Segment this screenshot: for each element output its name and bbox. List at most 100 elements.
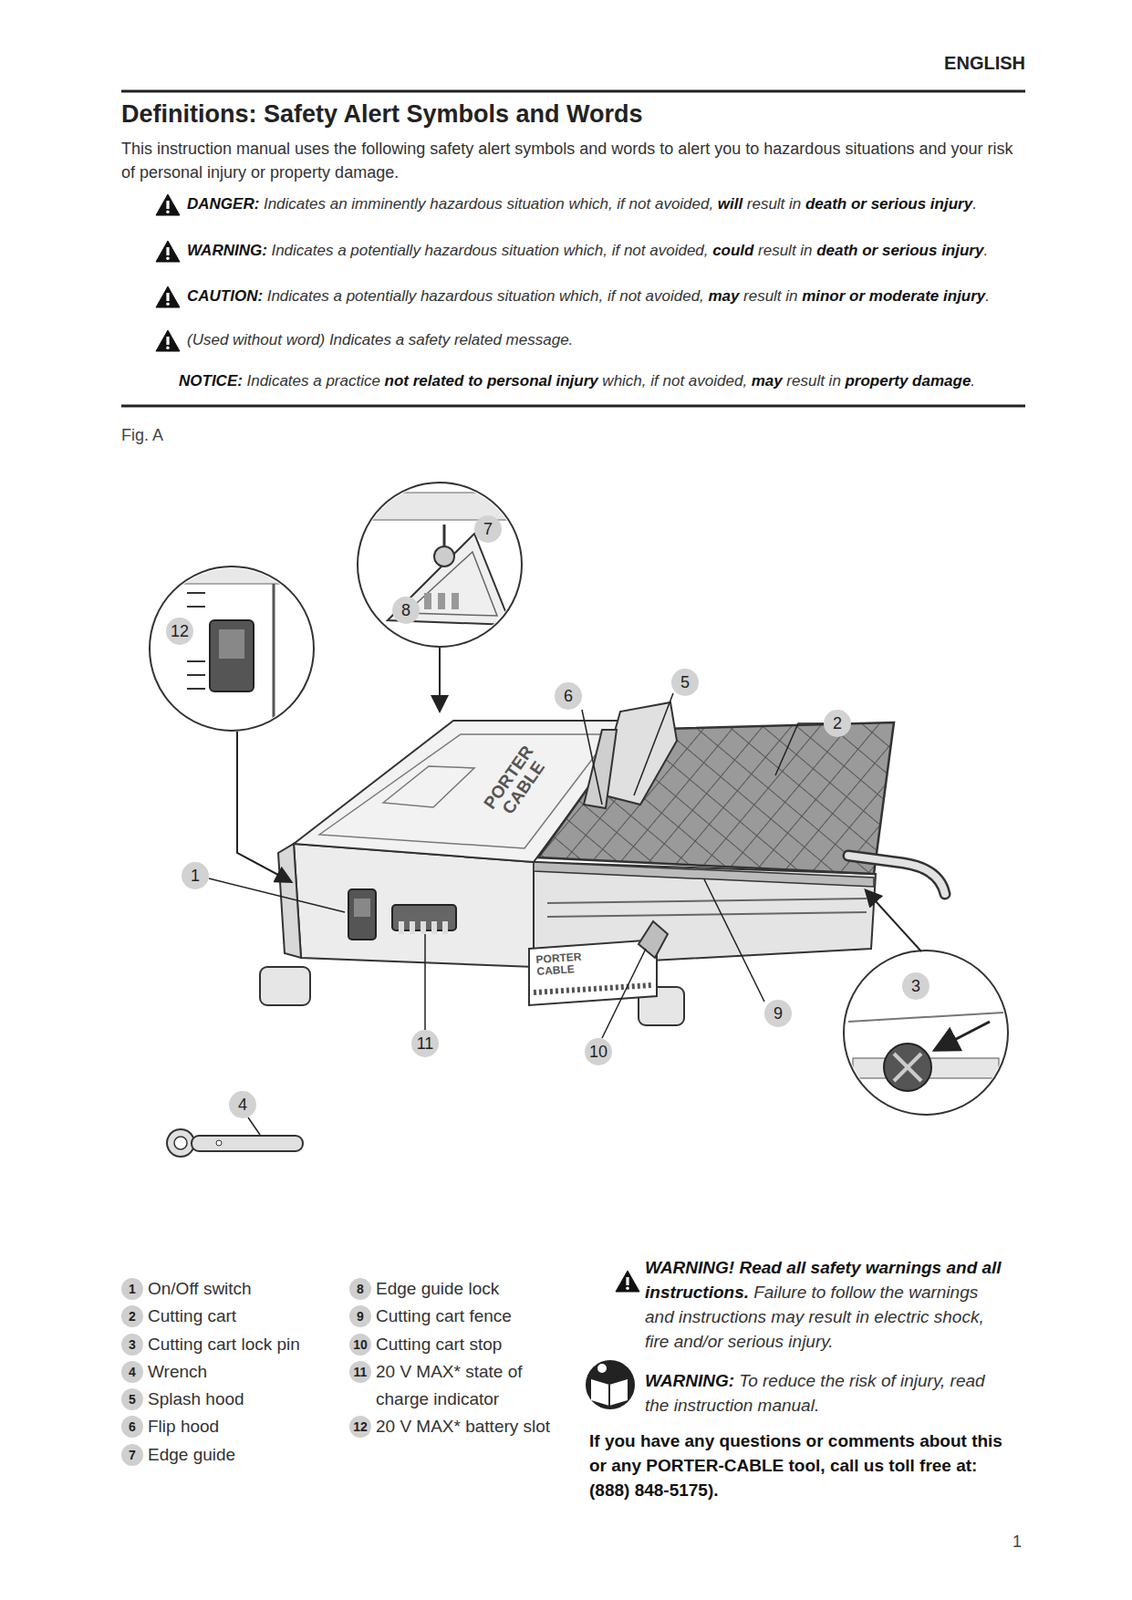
callout-number: 12 <box>170 622 189 642</box>
part-name: Cutting cart <box>147 1306 237 1326</box>
callout-number: 3 <box>911 976 921 997</box>
definition-text: CAUTION: <box>186 284 263 309</box>
callout-number: 7 <box>483 519 493 540</box>
alert-triangle <box>155 239 181 263</box>
part-name: On/Off switch <box>147 1275 252 1303</box>
part-name: Cutting cart stop <box>375 1334 502 1354</box>
contact-text: If you have any questions or comments ab… <box>589 1428 1018 1503</box>
legend-number: 4 <box>128 1364 136 1380</box>
legend-badge: 11 <box>349 1360 372 1383</box>
definition-line: WARNING:Indicates a potentially hazardou… <box>155 238 988 263</box>
part-name: 20 V MAX* state of charge indicator <box>375 1361 523 1409</box>
legend-badge: 7 <box>121 1443 144 1466</box>
page-number: 1 <box>1012 1532 1022 1551</box>
definition-text: could <box>712 238 754 263</box>
contact-text: If you have any questions or comments ab… <box>589 1431 1003 1500</box>
legend-number: 8 <box>356 1281 364 1297</box>
part-name: 20 V MAX* battery slot <box>375 1412 551 1441</box>
legend-number: 1 <box>128 1281 136 1297</box>
definition-text: result in <box>758 238 813 263</box>
part-name: Wrench <box>147 1358 208 1386</box>
legend-badge: 1 <box>121 1277 144 1300</box>
callout-number: 6 <box>563 686 573 707</box>
part-name: Cutting cart <box>147 1302 237 1330</box>
callout-badge: 12 <box>166 617 194 645</box>
definition-text: Indicates an imminently hazardous situat… <box>263 192 714 217</box>
legend-badge: 4 <box>121 1360 144 1383</box>
legend-badge: 10 <box>349 1333 372 1356</box>
definition-text: death or serious injury <box>805 192 973 217</box>
part-name: Cutting cart fence <box>375 1306 512 1326</box>
callout-badge: 2 <box>823 709 852 738</box>
page-title: Definitions: Safety Alert Symbols and Wo… <box>121 100 644 129</box>
definition-text: Indicates a potentially hazardous situat… <box>270 238 708 263</box>
part-name: Cutting cart stop <box>375 1330 502 1359</box>
legend-number: 7 <box>128 1447 136 1463</box>
definition-text: (Used without word) Indicates a safety r… <box>186 328 573 353</box>
part-name: Edge guide lock <box>375 1275 499 1303</box>
warning-text: WARNING:To reduce the risk of injury, re… <box>644 1368 1010 1418</box>
definition-text: . <box>970 369 976 394</box>
definition-text: . <box>983 238 988 263</box>
part-name: Cutting cart lock pin <box>147 1334 301 1354</box>
definition-line: (Used without word) Indicates a safety r… <box>155 328 573 353</box>
callout-badge: 10 <box>584 1038 613 1066</box>
callout-number: 11 <box>416 1034 435 1054</box>
legend-number: 2 <box>128 1308 136 1324</box>
definition-text: DANGER: <box>186 192 260 217</box>
part-name: On/Off switch <box>147 1278 252 1299</box>
legend-badge: 3 <box>121 1333 144 1356</box>
callout-badge: 8 <box>392 596 420 624</box>
callout-badge: 6 <box>554 682 582 710</box>
part-name: Splash hood <box>147 1385 245 1413</box>
callout-number: 9 <box>773 1004 783 1024</box>
part-name: Edge guide <box>147 1441 236 1469</box>
definition-text: Indicates a potentially hazardous situat… <box>267 284 705 309</box>
definition-text: death or serious injury <box>816 238 984 263</box>
definition-text: Indicates a practice <box>246 369 380 394</box>
part-name: Edge guide lock <box>375 1278 499 1299</box>
definition-line: DANGER:Indicates an imminently hazardous… <box>155 192 977 217</box>
part-name: 20 V MAX* state of charge indicator <box>375 1358 536 1413</box>
definition-text: . <box>985 284 990 309</box>
callout-badge: 3 <box>902 972 930 1000</box>
legend-badge: 5 <box>121 1388 144 1411</box>
intro-text: This instruction manual uses the followi… <box>121 139 1013 182</box>
callout-badge: 4 <box>228 1090 257 1119</box>
legend-badge: 6 <box>121 1415 144 1438</box>
definition-text: may <box>707 284 739 309</box>
callout-number: 1 <box>190 866 200 886</box>
alert-triangle <box>614 1269 641 1293</box>
legend-badge: 9 <box>349 1305 372 1328</box>
brand-text: PORTER CABLE <box>535 950 582 978</box>
page-title: Definitions: Safety Alert Symbols and Wo… <box>121 100 644 128</box>
definition-text: . <box>972 192 977 217</box>
callout-number: 5 <box>680 673 690 693</box>
callout-badge: 1 <box>181 861 209 890</box>
alert-triangle <box>155 329 181 353</box>
brand-text: PORTER CABLE <box>535 950 591 978</box>
legend-number: 12 <box>353 1419 368 1434</box>
intro-text: This instruction manual uses the followi… <box>121 136 1029 185</box>
legend-number: 6 <box>128 1419 136 1434</box>
part-name: Splash hood <box>147 1389 245 1409</box>
legend-number: 9 <box>356 1308 364 1324</box>
callout-badge: 7 <box>474 515 502 543</box>
part-name: Flip hood <box>147 1412 219 1441</box>
part-name: Flip hood <box>147 1416 219 1436</box>
part-name: Cutting cart fence <box>375 1302 512 1330</box>
callout-number: 10 <box>589 1042 608 1062</box>
callout-number: 2 <box>832 714 842 734</box>
definition-text: will <box>717 192 743 217</box>
definition-text: which, if not avoided, <box>602 369 748 394</box>
language-tag: ENGLISH <box>944 52 1026 74</box>
warning-icon <box>614 1269 641 1297</box>
part-name: 20 V MAX* battery slot <box>375 1416 551 1436</box>
alert-triangle <box>155 285 181 309</box>
definition-text: property damage <box>844 369 971 394</box>
definition-text: result in <box>747 192 802 217</box>
language-tag: ENGLISH <box>944 52 1026 73</box>
definition-text: minor or moderate injury <box>801 284 986 309</box>
definition-line: CAUTION:Indicates a potentially hazardou… <box>155 284 990 309</box>
